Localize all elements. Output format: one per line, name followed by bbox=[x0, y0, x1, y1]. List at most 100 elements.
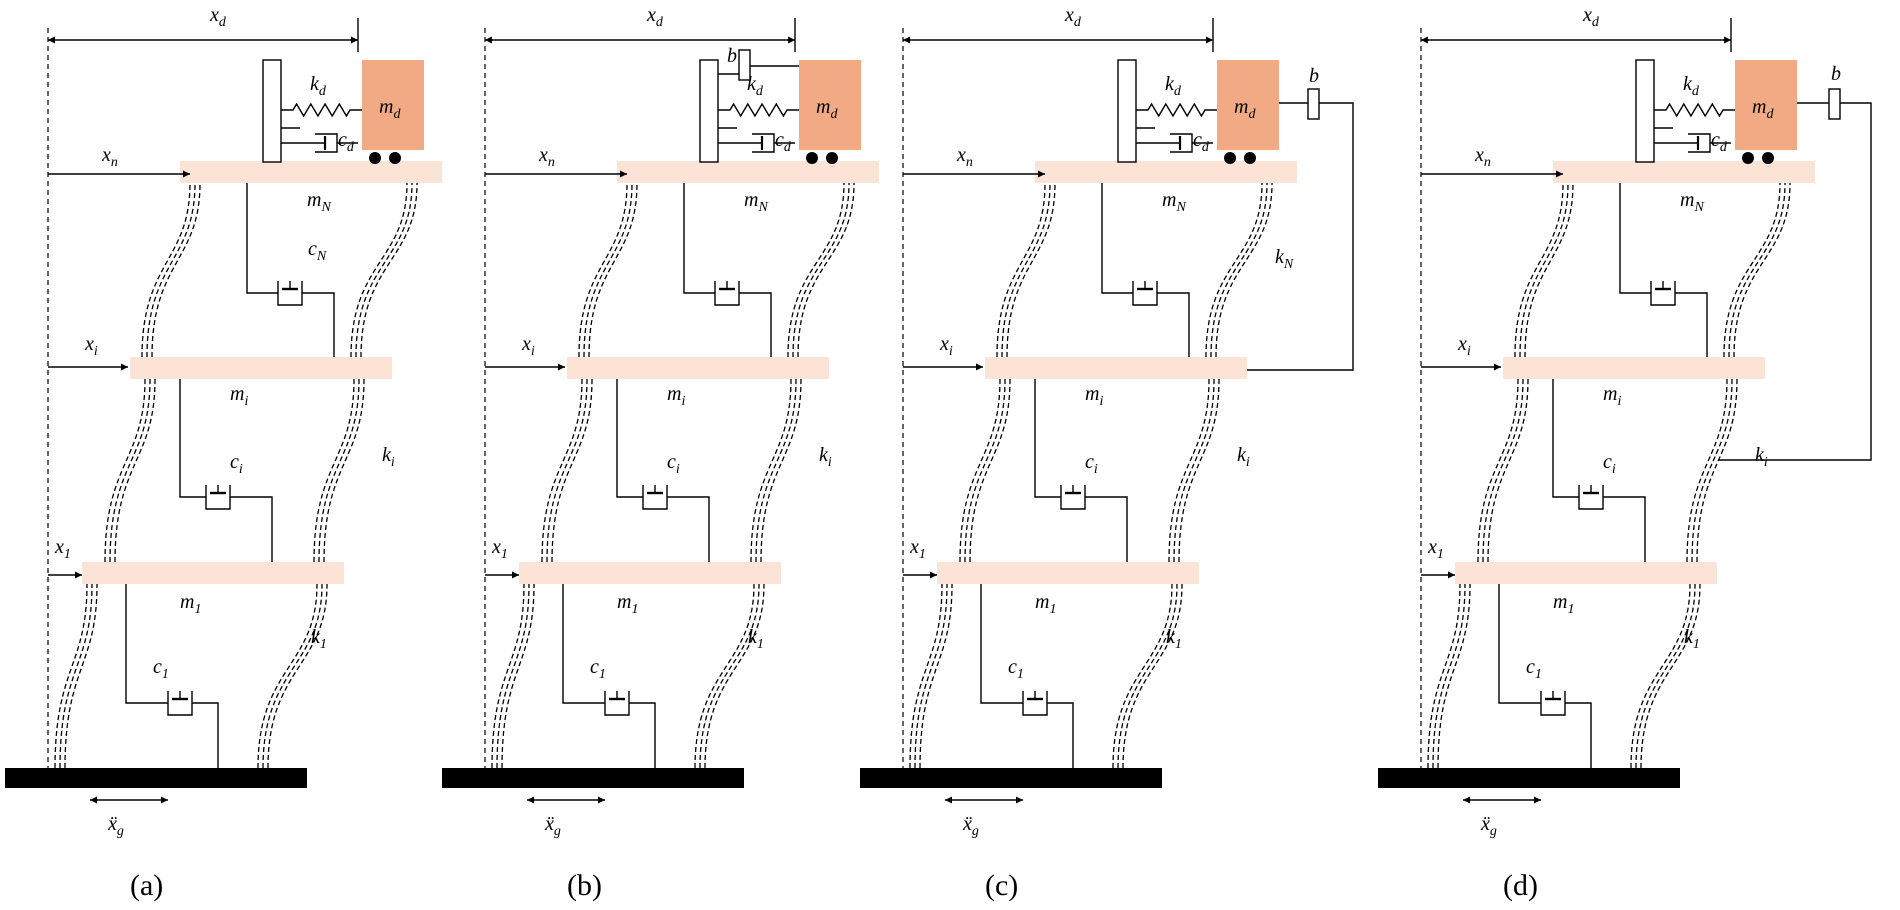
label-x1-subscript: 1 bbox=[919, 547, 926, 562]
damper-link-i bbox=[1034, 379, 1061, 498]
arrow-head bbox=[1724, 36, 1731, 44]
column-line bbox=[1635, 583, 1696, 769]
ground-base bbox=[442, 768, 744, 788]
tmd-wheel-right bbox=[1244, 152, 1256, 164]
tmd-wheel-left bbox=[806, 152, 818, 164]
tmd-spring bbox=[1136, 102, 1217, 118]
arrow-head bbox=[161, 796, 168, 804]
column-line bbox=[541, 378, 583, 563]
damper-link-N bbox=[246, 183, 278, 294]
label-xn-subscript: n bbox=[548, 155, 555, 170]
column-line bbox=[1168, 378, 1210, 563]
label-k1: k1 bbox=[1684, 626, 1700, 652]
arrow-head bbox=[1448, 571, 1455, 579]
column-line bbox=[704, 583, 765, 769]
label-k1: k1 bbox=[311, 626, 327, 652]
label-mi: mi bbox=[230, 383, 248, 409]
damper-link-i bbox=[616, 379, 643, 498]
tmd-spring bbox=[718, 102, 799, 118]
label-mi: mi bbox=[667, 383, 685, 409]
column-line bbox=[1630, 583, 1691, 769]
label-xi: xi bbox=[521, 333, 535, 359]
label-x1-subscript: 1 bbox=[501, 547, 508, 562]
column-line bbox=[1519, 182, 1569, 358]
column-line bbox=[1514, 182, 1564, 358]
tmd-wheel-left bbox=[1742, 152, 1754, 164]
label-k1-subscript: 1 bbox=[320, 637, 327, 652]
arrow-head bbox=[598, 796, 605, 804]
label-mN-subscript: N bbox=[320, 200, 331, 215]
arrow-head bbox=[903, 36, 910, 44]
label-k1-subscript: 1 bbox=[1693, 637, 1700, 652]
label-b: b bbox=[1309, 65, 1319, 87]
damper-link-ib bbox=[1085, 496, 1128, 562]
column-line bbox=[262, 583, 323, 769]
label-ci: ci bbox=[1085, 451, 1098, 477]
label-ki-subscript: i bbox=[1764, 455, 1768, 470]
column-line bbox=[360, 182, 418, 358]
label-xn-subscript: n bbox=[1484, 155, 1491, 170]
storey-damper-i bbox=[642, 485, 668, 510]
inerter-b bbox=[718, 49, 799, 81]
label-kd-subscript: d bbox=[1692, 84, 1700, 99]
label-mi: mi bbox=[1603, 383, 1621, 409]
column-right-storey-i bbox=[750, 378, 802, 563]
arrow-head bbox=[121, 363, 128, 371]
damper-link-1 bbox=[980, 584, 1023, 704]
column-line bbox=[1122, 583, 1183, 769]
label-cd-subscript: d bbox=[1202, 140, 1210, 155]
panel-caption: (a) bbox=[130, 869, 163, 902]
damper-link-N bbox=[1619, 183, 1651, 294]
arrow-head bbox=[512, 571, 519, 579]
label-m1-subscript: 1 bbox=[631, 602, 638, 617]
damper-link-ib bbox=[667, 496, 710, 562]
label-xn: xn bbox=[538, 144, 555, 170]
column-line bbox=[1205, 182, 1263, 358]
column-line bbox=[551, 378, 593, 563]
label-cd: cd bbox=[1711, 129, 1728, 155]
label-m1: m1 bbox=[617, 591, 638, 617]
column-line bbox=[914, 583, 948, 769]
label-kd: kd bbox=[310, 73, 327, 99]
label-md-subscript: d bbox=[1248, 107, 1256, 122]
label-k1: k1 bbox=[1166, 626, 1182, 652]
column-left-storey-i bbox=[104, 378, 156, 563]
label-c1-subscript: 1 bbox=[1535, 667, 1542, 682]
tmd-wheel-right bbox=[1762, 152, 1774, 164]
arrow-head bbox=[976, 363, 983, 371]
label-x1: x1 bbox=[1427, 536, 1444, 562]
arrow-head bbox=[930, 571, 937, 579]
label-xg-subscript: g bbox=[1490, 824, 1497, 839]
label-xi-subscript: i bbox=[94, 344, 98, 359]
arrow-head bbox=[1556, 170, 1563, 178]
column-line bbox=[1487, 378, 1529, 563]
arrow-head bbox=[1463, 796, 1470, 804]
column-left-storey-N bbox=[578, 182, 638, 358]
ground-base bbox=[860, 768, 1162, 788]
floor-1-mass bbox=[82, 562, 344, 584]
label-cN-subscript: N bbox=[316, 249, 327, 264]
column-line bbox=[797, 182, 855, 358]
storey-damper-i bbox=[205, 485, 231, 510]
arrow-head bbox=[1016, 796, 1023, 804]
column-line bbox=[969, 378, 1011, 563]
label-ki: ki bbox=[819, 444, 832, 470]
label-c1-subscript: 1 bbox=[162, 667, 169, 682]
arrow-head bbox=[527, 796, 534, 804]
column-right-storey-N bbox=[1205, 182, 1273, 358]
column-line bbox=[1006, 182, 1056, 358]
column-line bbox=[54, 583, 88, 769]
column-line bbox=[1686, 378, 1728, 563]
label-ci-subscript: i bbox=[676, 462, 680, 477]
column-line bbox=[1117, 583, 1178, 769]
arrow-head bbox=[1534, 796, 1541, 804]
column-line bbox=[959, 378, 1001, 563]
tmd-mass bbox=[1735, 60, 1797, 150]
column-right-storey-i bbox=[1686, 378, 1738, 563]
damper-link-N bbox=[1101, 183, 1133, 294]
label-kN-subscript: N bbox=[1283, 257, 1294, 272]
damper-link-ib bbox=[1603, 496, 1646, 562]
arrow-head bbox=[75, 571, 82, 579]
